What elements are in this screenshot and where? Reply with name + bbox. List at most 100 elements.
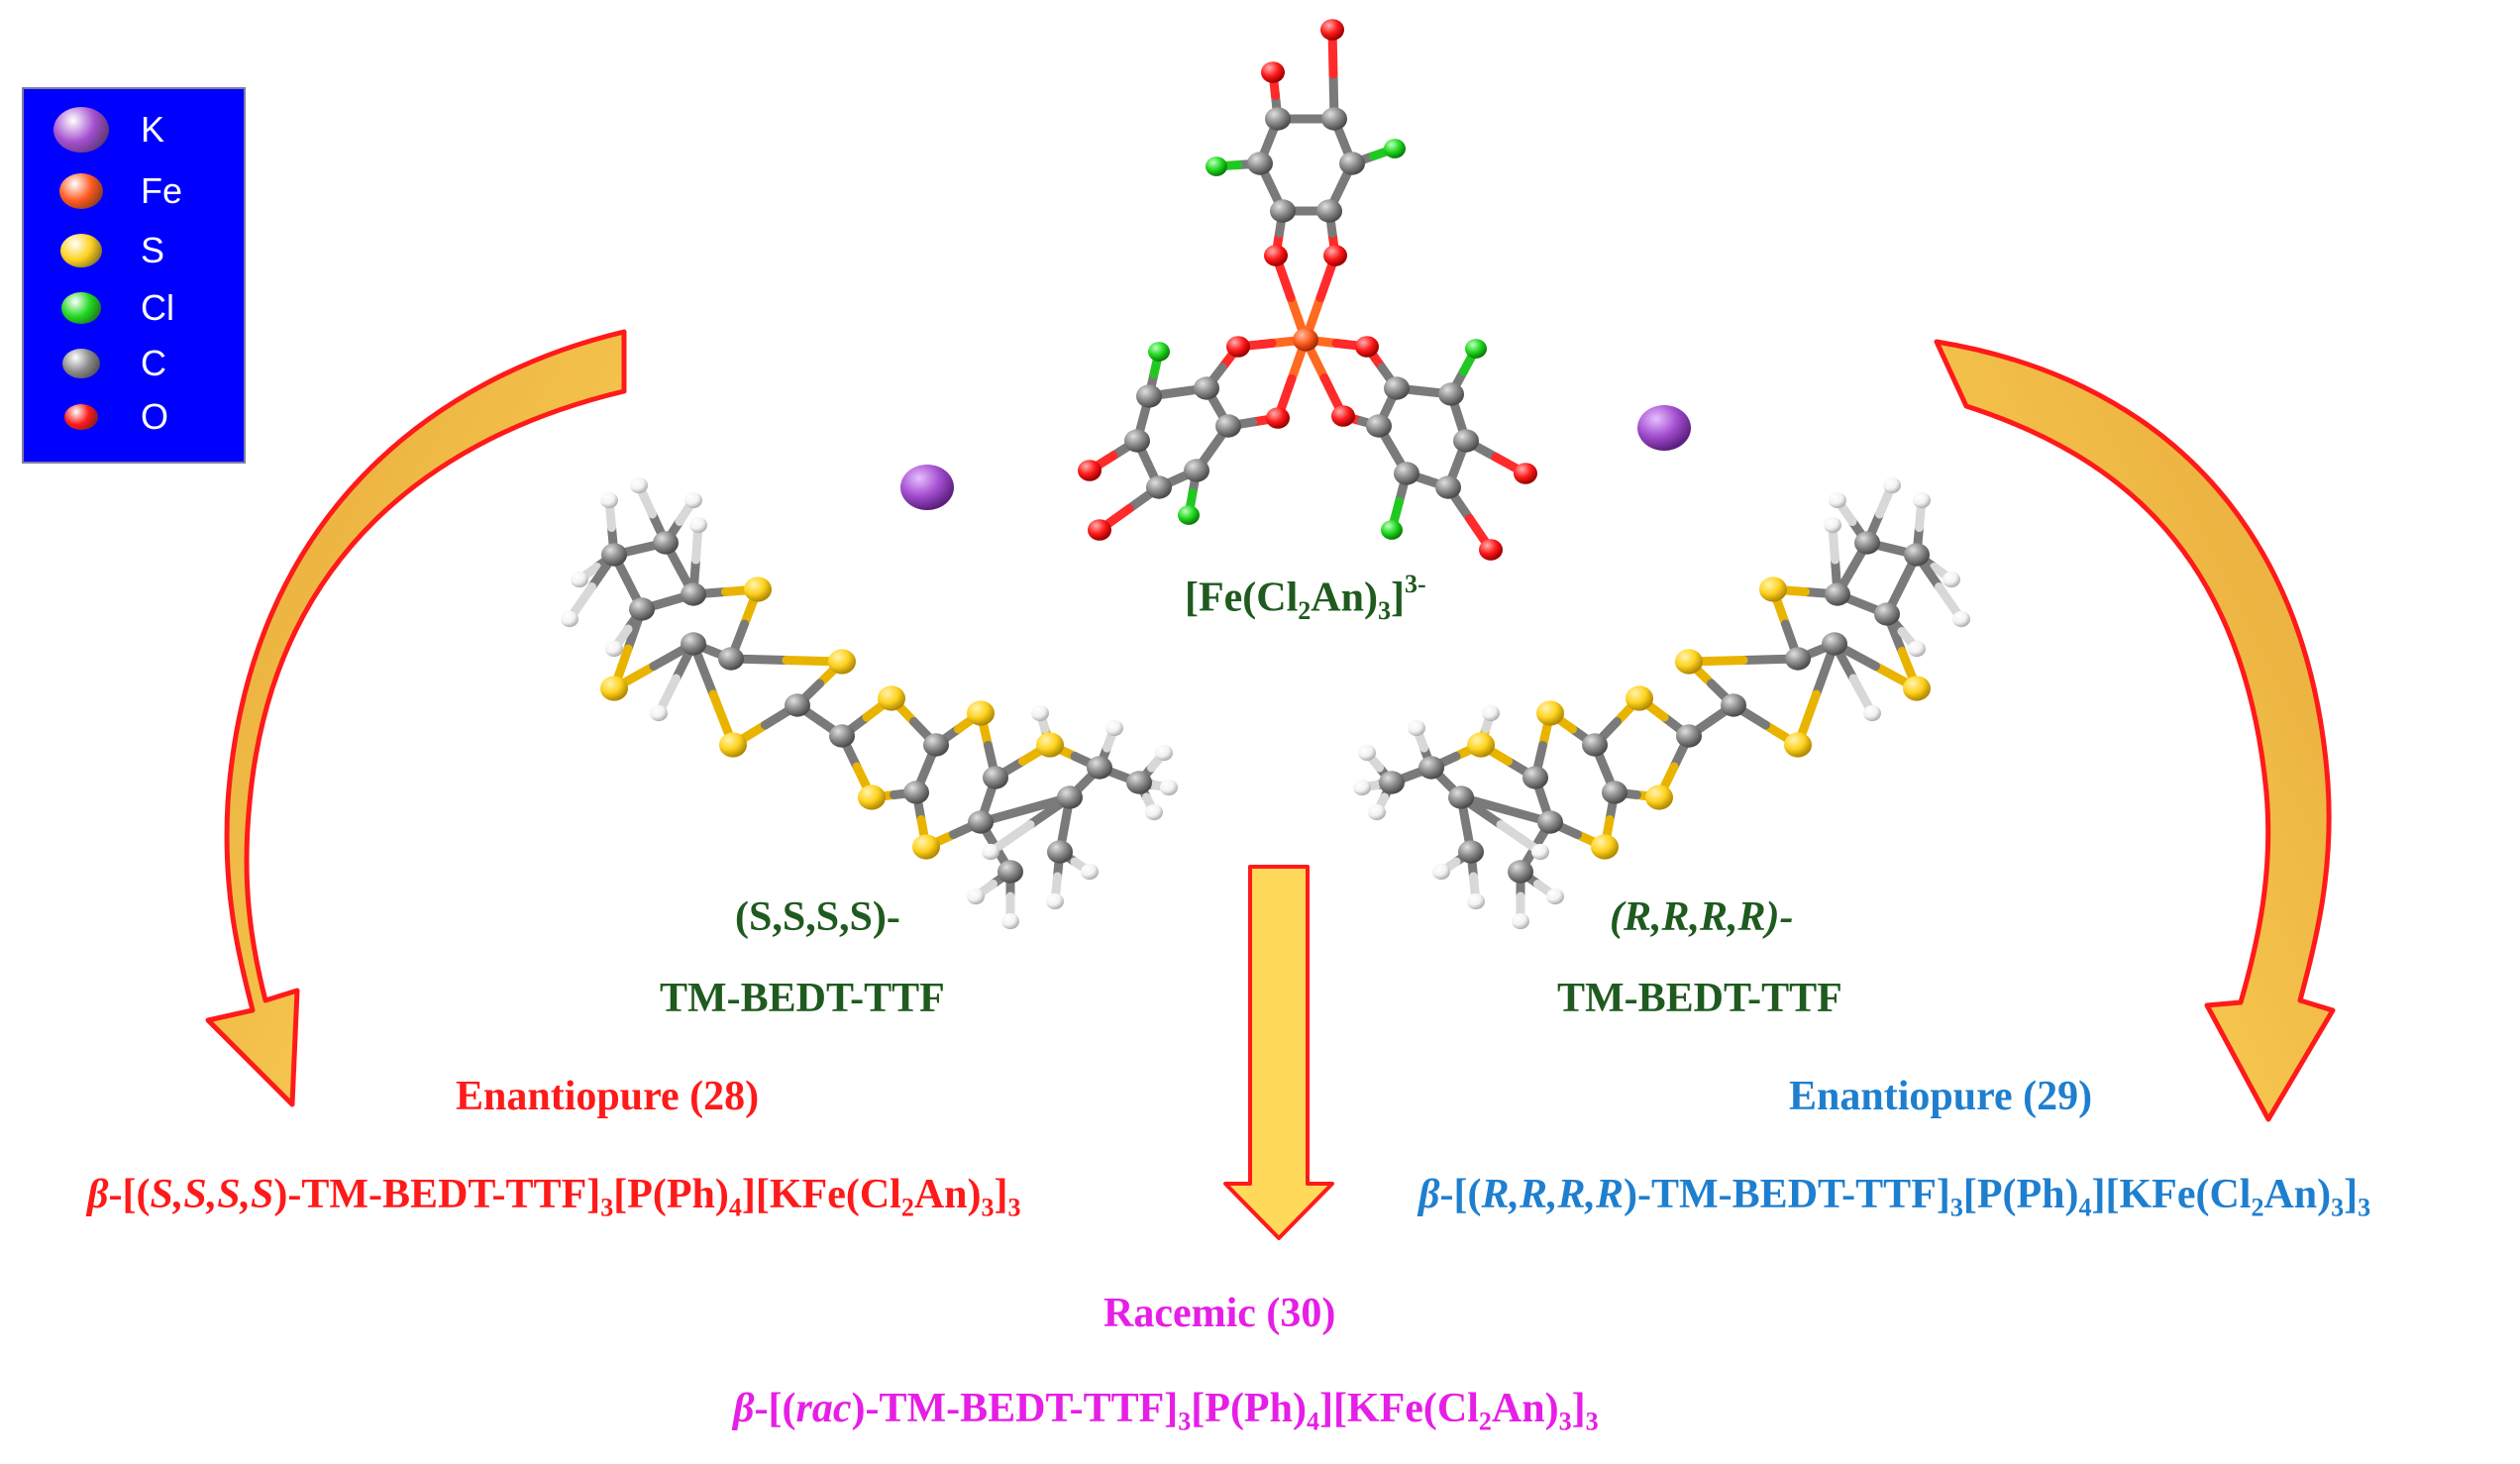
atom-c <box>1321 107 1347 131</box>
atom-s <box>1784 732 1812 758</box>
atom-h <box>1046 892 1064 910</box>
atom-h <box>605 640 623 658</box>
atom-s <box>1626 685 1653 711</box>
atom-h <box>1353 779 1371 796</box>
atom-h <box>1001 912 1019 930</box>
atom-s <box>878 685 905 711</box>
atom-c <box>1057 785 1083 809</box>
atom-h <box>1512 912 1529 930</box>
atom-c <box>785 693 810 717</box>
legend-swatch-cl <box>61 292 101 324</box>
atom-o <box>1261 61 1285 83</box>
atom-h <box>1952 610 1970 628</box>
atom-c <box>1435 475 1461 499</box>
left-product-formula: β-[(S,S,S,S)-TM-BEDT-TTF]3[P(Ph)4][KFe(C… <box>87 1172 1021 1222</box>
right-product-formula: β-[(R,R,R,R)-TM-BEDT-TTF]3[P(Ph)4][KFe(C… <box>1418 1172 2371 1222</box>
atom-c <box>681 582 706 606</box>
atom-c <box>1825 582 1850 606</box>
atom-s <box>719 732 747 758</box>
atom-o <box>1226 336 1250 358</box>
atom-h <box>1824 516 1841 534</box>
atom-c <box>1676 724 1702 748</box>
atom-h <box>1942 571 1960 588</box>
atom-h <box>571 571 588 588</box>
center-product-heading: Racemic (30) <box>1103 1291 1336 1336</box>
atom-h <box>1081 863 1099 881</box>
legend-item-c: C <box>24 339 248 388</box>
legend-item-o: O <box>24 392 248 442</box>
atom-c <box>1394 462 1419 485</box>
atom-h <box>1546 888 1564 905</box>
anion-label: [Fe(Cl2An)3]3- <box>1185 570 1426 626</box>
atom-s <box>744 576 772 602</box>
atom-h <box>1883 476 1901 494</box>
right-curved-arrow <box>1934 339 2336 1122</box>
legend-label: C <box>141 343 166 383</box>
atom-h <box>1432 863 1450 881</box>
atom-c <box>1270 199 1296 223</box>
atom-o <box>1479 539 1503 561</box>
center-product-formula: β-[(rac)-TM-BEDT-TTF]3[P(Ph)4][KFe(Cl2An… <box>733 1386 1599 1436</box>
atom-s <box>858 784 886 810</box>
sssss-tm-bedt-ttf-structure <box>561 476 1178 930</box>
atom-s <box>1645 784 1673 810</box>
legend-swatch-o <box>64 404 98 430</box>
atom-c <box>1366 414 1392 438</box>
atom-o <box>1355 336 1379 358</box>
atom-c <box>1822 632 1847 656</box>
legend-item-cl: Cl <box>24 283 248 333</box>
atom-h <box>1482 704 1500 722</box>
atom-c <box>681 632 706 656</box>
atom-s <box>1591 834 1619 860</box>
left-product-heading: Enantiopure (28) <box>456 1074 760 1119</box>
atom-h <box>1358 744 1376 762</box>
potassium-ion <box>900 465 954 510</box>
atom-o <box>1323 245 1347 266</box>
legend-label: K <box>141 109 165 150</box>
left-donor-label-line2: TM-BEDT-TTF <box>660 976 945 1021</box>
atom-c <box>1124 429 1150 453</box>
atom-s <box>1675 649 1703 675</box>
right-product-heading: Enantiopure (29) <box>1789 1074 2093 1119</box>
atom-c <box>1339 152 1365 175</box>
left-curved-arrow <box>205 329 627 1107</box>
legend-swatch-fe <box>59 173 103 209</box>
atom-o <box>1514 463 1537 484</box>
atom-h <box>1913 491 1931 509</box>
atom-cl <box>1178 505 1200 525</box>
atom-h <box>1829 491 1846 509</box>
atom-c <box>1874 602 1900 626</box>
atom-c <box>983 766 1008 789</box>
atom-c <box>1418 756 1444 780</box>
atom-s <box>1536 700 1564 726</box>
atom-h <box>1160 779 1178 796</box>
atom-s <box>1903 676 1931 701</box>
legend-label: Cl <box>141 287 174 328</box>
atom-c <box>718 647 744 671</box>
atom-c <box>1247 152 1273 175</box>
atom-cl <box>1465 339 1487 359</box>
atom-o <box>1320 19 1344 41</box>
right-donor-label-line2: TM-BEDT-TTF <box>1557 976 1842 1021</box>
atom-h <box>1863 704 1881 722</box>
legend-swatch-k <box>53 107 109 153</box>
atom-c <box>1316 199 1342 223</box>
atom-s <box>828 649 856 675</box>
atom-c <box>1537 810 1563 834</box>
atom-c <box>1904 543 1930 567</box>
atom-s <box>967 700 995 726</box>
atom-o <box>1264 245 1288 266</box>
rrrr-tm-bedt-ttf-structure <box>1353 476 1970 930</box>
potassium-ions <box>900 405 1691 510</box>
atom-s <box>912 834 940 860</box>
atom-c <box>1448 785 1474 809</box>
atom-h <box>600 491 618 509</box>
atom-o <box>1088 519 1111 541</box>
legend-item-k: K <box>24 105 248 155</box>
atom-c <box>1458 840 1484 864</box>
atom-h <box>1368 803 1386 821</box>
atom-c <box>1721 693 1746 717</box>
atom-h <box>1467 892 1485 910</box>
atom-c <box>1508 860 1533 884</box>
